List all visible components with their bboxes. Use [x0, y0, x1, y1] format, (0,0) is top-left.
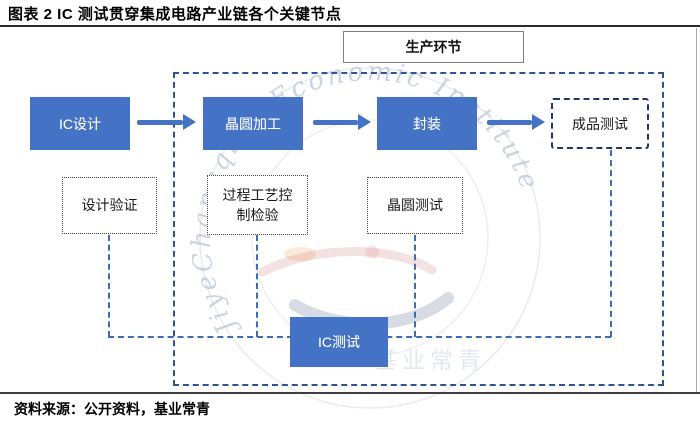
arrow-head-icon: [532, 114, 545, 130]
node-design-verification: 设计验证: [62, 177, 157, 234]
production-stage-boundary: [173, 72, 664, 386]
node-ic-test: IC测试: [290, 317, 388, 367]
source-divider: [0, 392, 700, 394]
node-ic-design-label: IC设计: [59, 115, 101, 132]
figure-title: 图表 2 IC 测试贯穿集成电路产业链各个关键节点: [8, 6, 342, 23]
node-design-verification-label: 设计验证: [81, 197, 138, 214]
node-final-test: 成品测试: [551, 98, 649, 149]
arrow-wafer-processing-to-packaging-icon: [313, 114, 371, 130]
title-divider: [0, 25, 700, 27]
arrow-shaft: [313, 119, 358, 125]
connector-wafer-test-down: [414, 235, 416, 337]
node-packaging-label: 封装: [413, 115, 441, 132]
connector-final-test-down: [610, 150, 612, 337]
node-wafer-test: 晶圆测试: [367, 177, 463, 234]
node-process-control: 过程工艺控 制检验: [207, 175, 308, 235]
node-wafer-processing-label: 晶圆加工: [225, 115, 281, 132]
node-ic-test-label: IC测试: [318, 334, 360, 350]
page-right-border: [696, 28, 697, 392]
node-ic-design: IC设计: [30, 97, 130, 150]
node-final-test-label: 成品测试: [572, 115, 628, 132]
arrow-shaft: [487, 119, 532, 125]
arrow-head-icon: [183, 114, 196, 130]
node-process-control-label-line1: 过程工艺控: [222, 186, 293, 203]
arrow-head-icon: [358, 114, 371, 130]
node-wafer-processing: 晶圆加工: [203, 97, 303, 150]
arrow-shaft: [137, 119, 183, 125]
arrow-packaging-to-final-test-icon: [487, 114, 545, 130]
node-packaging: 封装: [377, 97, 477, 150]
node-wafer-test-label: 晶圆测试: [387, 197, 443, 214]
production-stage-label: 生产环节: [343, 31, 524, 63]
connector-process-control-down: [256, 235, 258, 337]
source-note: 资料来源：公开资料，基业常青: [14, 401, 210, 417]
connector-design-verification-down: [108, 235, 110, 337]
arrow-ic-design-to-wafer-processing-icon: [137, 114, 196, 130]
node-process-control-label-line2: 制检验: [236, 207, 279, 223]
